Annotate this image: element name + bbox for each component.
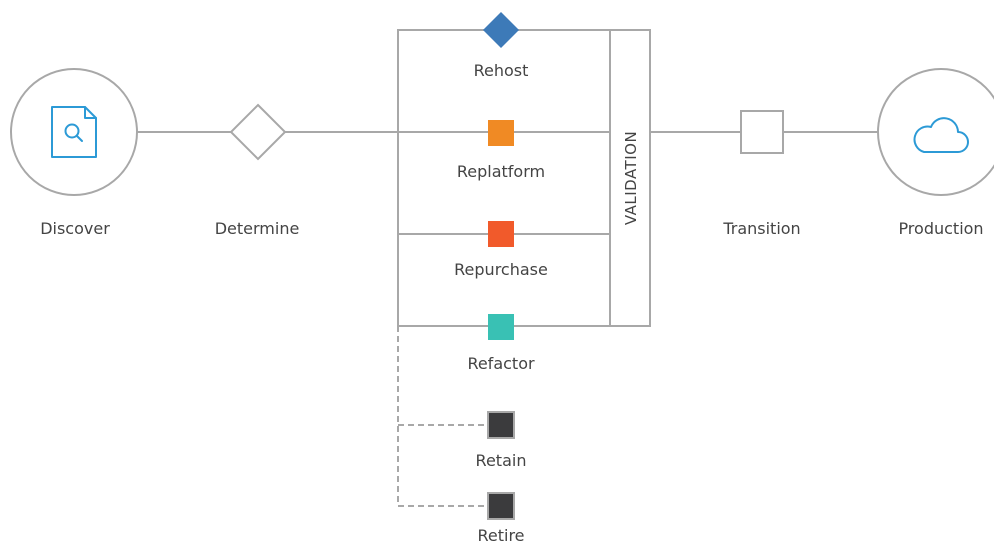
refactor-marker: [488, 314, 514, 340]
transition-node: Transition: [722, 110, 801, 238]
validation-label: VALIDATION: [622, 131, 640, 225]
repurchase-marker: [488, 221, 514, 247]
production-node: Production: [877, 68, 994, 238]
document-search-icon: [51, 106, 97, 158]
determine-label: Determine: [215, 219, 300, 238]
strategies: Rehost Replatform Repurchase Refactor Re…: [454, 12, 548, 545]
replatform-label: Replatform: [457, 162, 545, 181]
transition-square: [740, 110, 784, 154]
discover-label: Discover: [40, 219, 110, 238]
determine-diamond: [229, 103, 287, 161]
discover-circle: [10, 68, 138, 196]
retire-label: Retire: [477, 526, 524, 545]
rehost-label: Rehost: [474, 61, 529, 80]
repurchase-label: Repurchase: [454, 260, 548, 279]
refactor-label: Refactor: [467, 354, 535, 373]
discover-node: Discover: [10, 68, 138, 238]
retain-retire-branch: [397, 326, 488, 507]
determine-node: Determine: [215, 103, 300, 238]
replatform-marker: [488, 120, 514, 146]
retain-label: Retain: [476, 451, 527, 470]
retire-marker: [487, 492, 515, 520]
retain-marker: [487, 411, 515, 439]
production-label: Production: [898, 219, 983, 238]
cloud-icon: [913, 117, 969, 153]
transition-label: Transition: [722, 219, 800, 238]
validation-column: [609, 29, 651, 327]
rehost-marker: [483, 12, 519, 48]
production-circle: [877, 68, 994, 196]
